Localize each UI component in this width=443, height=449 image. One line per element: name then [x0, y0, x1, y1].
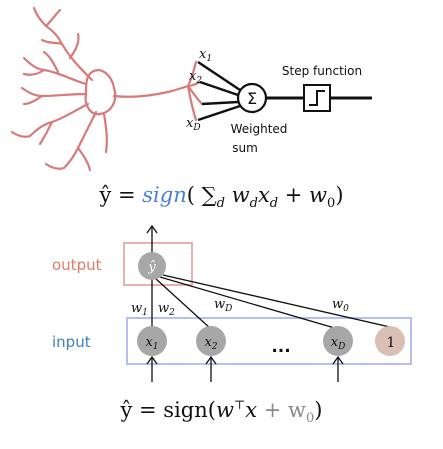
- output-node: [138, 252, 166, 280]
- input-node-label: xD: [331, 335, 346, 352]
- eq-top-plus: + w: [278, 183, 328, 207]
- neuron-input-xD: xD: [186, 116, 201, 133]
- eq-top-w-sub: d: [249, 196, 258, 212]
- input-node: [196, 326, 226, 356]
- eq-bot-lhs: ŷ = sign(: [120, 398, 216, 422]
- network-connections: [151, 274, 391, 330]
- eq-top-x-sub: d: [269, 196, 279, 212]
- weight-label: w2: [158, 301, 175, 318]
- output-arrow: [146, 224, 158, 253]
- bias-node: [375, 326, 405, 356]
- step-function-box: [303, 84, 331, 112]
- eq-top-close: ): [335, 183, 344, 207]
- eq-bot-w: w: [215, 398, 234, 422]
- eq-top-func: sign: [142, 183, 187, 207]
- eq-bot-plus: + w: [257, 398, 307, 422]
- eq-bot-x: x: [245, 398, 258, 422]
- weighted-sum-label-1: Weighted: [231, 122, 288, 136]
- input-arrows: [146, 355, 344, 382]
- step-function-label: Step function: [282, 64, 362, 78]
- eq-top-w0sub: 0: [327, 196, 336, 212]
- input-box: [126, 317, 412, 365]
- eq-bot-top: ⊤: [233, 398, 246, 412]
- neuron-input-lines: [197, 60, 241, 122]
- weighted-sum-label-2: sum: [232, 141, 258, 155]
- eq-top-open: ( ∑: [186, 183, 217, 207]
- input-node-label: x1: [145, 335, 158, 352]
- neuron-input-x2: x2: [189, 69, 202, 86]
- bias-node-label: 1: [387, 335, 396, 351]
- output-box: [123, 242, 193, 286]
- eq-bot-zero: 0: [306, 411, 315, 427]
- eq-bot-close: ): [314, 398, 323, 422]
- input-node: [137, 326, 167, 356]
- neuron-input-x1: x1: [199, 47, 212, 64]
- output-node-label: ŷ: [147, 260, 156, 275]
- weight-label: w0: [332, 297, 349, 314]
- equation-bottom: ŷ = sign(w⊤x + w0): [0, 398, 443, 426]
- input-node: [323, 326, 353, 356]
- ellipsis: ...: [271, 337, 290, 357]
- eq-top-x: x: [257, 183, 270, 207]
- eq-top-sub: d: [216, 196, 225, 212]
- neuron-dendrites: [10, 6, 204, 172]
- eq-top-lhs: ŷ =: [99, 183, 143, 207]
- eq-top-w: w: [231, 183, 250, 207]
- input-node-label: x2: [204, 335, 217, 352]
- weight-label: wD: [214, 297, 232, 314]
- weight-label: w1: [131, 301, 148, 318]
- input-label: input: [52, 333, 91, 351]
- step-function-icon: [309, 90, 325, 106]
- equation-top: ŷ = sign( ∑d wdxd + w0): [0, 183, 443, 211]
- output-label: output: [52, 256, 102, 274]
- sum-symbol: Σ: [247, 89, 257, 108]
